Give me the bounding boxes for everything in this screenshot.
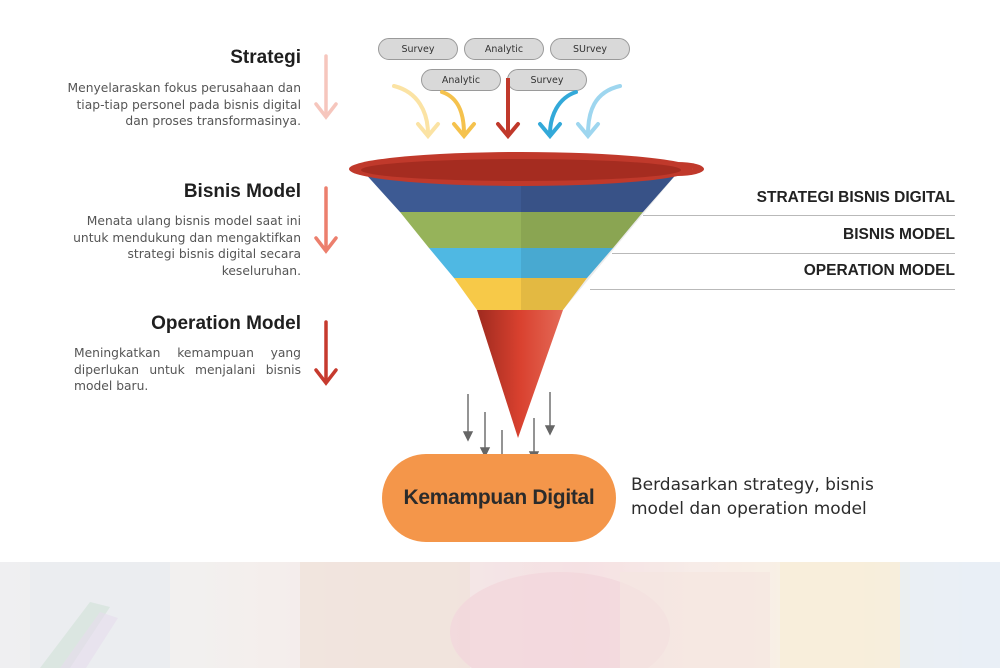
curved-arrow-icon xyxy=(440,90,476,140)
input-pill-survey-3: Survey xyxy=(507,69,587,91)
funnel-diagram xyxy=(349,152,704,438)
curved-arrow-icon xyxy=(538,90,578,140)
section-title-operation-model: Operation Model xyxy=(151,313,301,334)
arrow-down-icon xyxy=(496,78,520,140)
section-title-strategi: Strategi xyxy=(230,47,301,68)
curved-arrow-icon xyxy=(392,84,440,140)
section-desc-strategi: Menyelaraskan fokus perusahaan dan tiap-… xyxy=(67,81,301,128)
layer-label-strategi-bisnis-digital: STRATEGI BISNIS DIGITAL xyxy=(756,189,955,206)
funnel-layer-cyan xyxy=(429,248,613,278)
divider xyxy=(612,253,955,254)
section-desc-bisnis-model: Menata ulang bisnis model saat ini untuk… xyxy=(73,214,301,278)
input-pill-survey: Survey xyxy=(378,38,458,60)
output-kemampuan-digital: Kemampuan Digital xyxy=(382,454,616,542)
section-title-bisnis-model: Bisnis Model xyxy=(183,181,301,202)
arrow-down-icon xyxy=(479,412,491,458)
input-pill-analytic-2: Analytic xyxy=(421,69,501,91)
output-description: Berdasarkan strategy, bisnis model dan o… xyxy=(631,475,874,519)
arrow-down-icon xyxy=(462,394,474,442)
layer-label-bisnis-model: BISNIS MODEL xyxy=(843,226,955,243)
divider xyxy=(590,289,955,290)
background-photo xyxy=(0,562,1000,668)
input-arrows xyxy=(392,78,622,140)
output-label: Kemampuan Digital xyxy=(403,486,595,509)
arrow-down-icon xyxy=(314,186,338,254)
funnel-layer-yellow xyxy=(454,278,587,310)
arrow-down-icon xyxy=(314,54,338,120)
section-desc-operation-model: Meningkatkan kemampuan yang diperlukan u… xyxy=(74,346,301,393)
arrow-down-icon xyxy=(314,320,338,386)
left-arrows xyxy=(314,54,338,386)
divider xyxy=(643,215,955,216)
input-pill-analytic: Analytic xyxy=(464,38,544,60)
curved-arrow-icon xyxy=(576,84,622,140)
input-pill-survey-2: SUrvey xyxy=(550,38,630,60)
funnel-spout xyxy=(477,310,563,438)
arrow-down-icon xyxy=(544,392,556,436)
funnel-layer-green xyxy=(400,212,643,248)
layer-label-operation-model: OPERATION MODEL xyxy=(803,262,955,279)
